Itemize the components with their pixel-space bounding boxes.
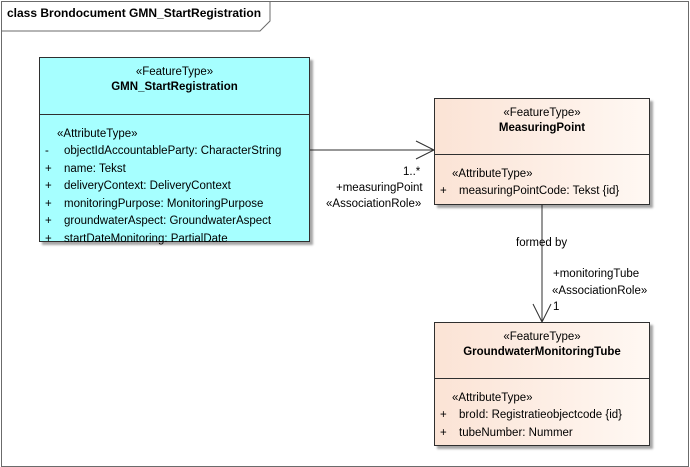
class-stereotype: «FeatureType» [503, 107, 581, 119]
attribute-stereotype: «AttributeType» [452, 168, 533, 180]
frame-tab-outline [1, 1, 271, 32]
association-role-stereotype: «AssociationRole» [552, 285, 648, 297]
attribute-row: - objectIdAccountableParty: CharacterStri… [45, 143, 309, 161]
attribute-row: + broId: Registratieobjectcode {id} [440, 407, 649, 425]
attribute-row: + startDateMonitoring: PartialDate [45, 231, 309, 249]
visibility-marker: + [440, 409, 447, 421]
class-name: MeasuringPoint [498, 122, 586, 134]
association-role: +measuringPoint [336, 182, 423, 194]
attribute-row: + groundwaterAspect: GroundwaterAspect [45, 213, 309, 231]
attribute-row: + measuringPointCode: Tekst {id} [440, 183, 649, 201]
visibility-marker: + [45, 215, 52, 227]
association-role-stereotype: «AssociationRole» [326, 198, 422, 210]
association-multiplicity: 1..* [403, 166, 421, 178]
class-groundwatermonitoringtube[interactable]: «FeatureType» GroundwaterMonitoringTube … [434, 322, 650, 446]
attribute-text: startDateMonitoring: PartialDate [64, 232, 228, 245]
attribute-stereotype: «AttributeType» [452, 392, 533, 404]
visibility-marker: + [440, 185, 447, 197]
class-stereotype: «FeatureType» [135, 66, 214, 78]
class-header: «FeatureType» GroundwaterMonitoringTube [435, 331, 649, 379]
association-role: +monitoringTube [553, 268, 640, 280]
class-name: GroundwaterMonitoringTube [463, 346, 621, 358]
visibility-marker: - [45, 145, 49, 157]
visibility-marker: + [440, 426, 447, 439]
attribute-row: + deliveryContext: DeliveryContext [45, 178, 309, 196]
class-header: «FeatureType» GMN_StartRegistration [40, 66, 309, 115]
attribute-text: deliveryContext: DeliveryContext [64, 180, 231, 192]
class-attributes: «AttributeType» + broId: Registratieobjec… [435, 390, 649, 442]
attribute-text: monitoringPurpose: MonitoringPurpose [64, 197, 264, 210]
attribute-text: name: Tekst [64, 162, 126, 175]
attribute-text: broId: Registratieobjectcode {id} [459, 409, 623, 421]
class-measuringpoint[interactable]: «FeatureType» MeasuringPoint «AttributeT… [434, 98, 650, 205]
attribute-text: measuringPointCode: Tekst {id} [459, 185, 620, 197]
attribute-row: + tubeNumber: Nummer [440, 425, 649, 443]
visibility-marker: + [45, 180, 52, 192]
visibility-marker: + [45, 197, 52, 210]
class-attributes: «AttributeType» + measuringPointCode: Tek… [435, 166, 649, 201]
attribute-text: objectIdAccountableParty: CharacterStrin… [64, 145, 282, 157]
class-stereotype: «FeatureType» [503, 331, 581, 343]
frame-title: class Brondocument GMN_StartRegistration [7, 6, 262, 20]
attribute-stereotype: «AttributeType» [57, 128, 138, 140]
visibility-marker: + [45, 162, 52, 175]
class-header: «FeatureType» MeasuringPoint [435, 107, 649, 155]
association-name: formed by [516, 237, 568, 249]
attribute-row: + name: Tekst [45, 161, 309, 179]
visibility-marker: + [45, 232, 52, 245]
attribute-text: tubeNumber: Nummer [459, 426, 573, 439]
attribute-text: groundwaterAspect: GroundwaterAspect [64, 215, 272, 227]
class-name: GMN_StartRegistration [111, 81, 238, 93]
association-multiplicity: 1 [553, 301, 560, 313]
class-attributes: «AttributeType» - objectIdAccountablePart… [40, 126, 309, 248]
attribute-row: + monitoringPurpose: MonitoringPurpose [45, 196, 309, 214]
class-gmn-startregistration[interactable]: «FeatureType» GMN_StartRegistration «Att… [39, 57, 310, 245]
